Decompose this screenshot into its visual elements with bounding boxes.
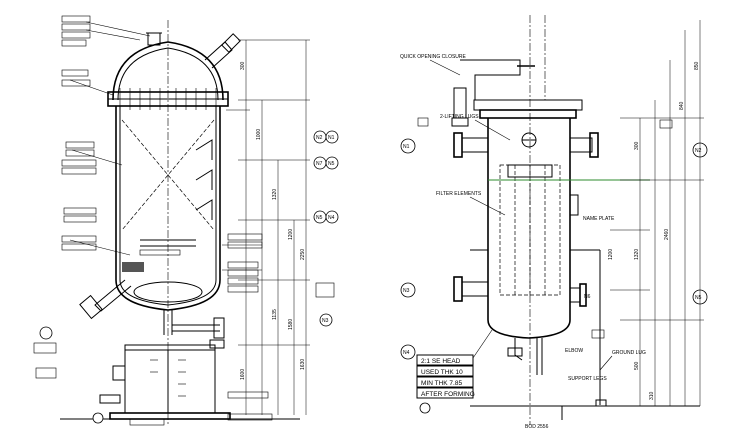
bubble-n2: N2	[313, 130, 327, 144]
right-dim-8: 850	[694, 61, 700, 70]
right-dim-1: 300	[634, 141, 640, 150]
right-dim-5: 2460	[664, 229, 670, 240]
svg-text:N2: N2	[316, 135, 323, 141]
right-dim-2: 1200	[608, 249, 614, 260]
head-row-3: MIN THK 7.85	[421, 380, 462, 387]
svg-text:N7: N7	[316, 161, 323, 167]
bubble-n4: N4	[325, 210, 339, 224]
right-dim-4: 500	[634, 361, 640, 370]
label-filter-elements: FILTER ELEMENTS	[436, 191, 482, 197]
head-row-1: 2:1 SE HEAD	[421, 358, 461, 365]
left-dim-5: 1200	[288, 229, 294, 240]
bubble-n5: N5	[325, 156, 339, 170]
head-row-2: USED THK 10	[421, 369, 463, 376]
svg-text:N3: N3	[403, 288, 410, 294]
left-dim-1: 300	[240, 61, 246, 70]
left-dim-8: 1630	[300, 359, 306, 370]
svg-text:N1: N1	[328, 135, 335, 141]
label-ground-lug: GROUND LUG	[612, 350, 646, 356]
label-quick-closure: QUICK OPENING CLOSURE	[400, 54, 467, 60]
right-dim-7: 840	[679, 101, 685, 110]
label-elbow: ELBOW	[565, 348, 583, 354]
bubble-n3: N3	[319, 313, 333, 327]
left-elevation-view: 300 1000 1320 2250 1200 1135 1580 1630 1…	[33, 15, 339, 426]
bubble-r-n1: N1	[400, 138, 416, 154]
right-dim-3: 1320	[634, 249, 640, 260]
head-row-4: AFTER FORMING	[421, 391, 475, 398]
bubble-r-n4: N4	[400, 344, 416, 360]
label-name-plate: NAME PLATE	[583, 216, 615, 222]
left-dim-4: 2250	[300, 249, 306, 260]
bottom-note: BOD 2556	[525, 424, 549, 430]
label-support-legs: SUPPORT LEGS	[568, 376, 607, 382]
svg-text:N2: N2	[695, 148, 702, 154]
svg-text:N6: N6	[584, 294, 591, 300]
svg-text:N3: N3	[322, 318, 329, 324]
left-nozzle-bubbles: N2 N1 N7 N5 N5 N4	[313, 130, 339, 327]
svg-text:N5: N5	[328, 161, 335, 167]
label-lifting-lugs: 2-LIFTING LUGS	[440, 114, 479, 120]
svg-text:N1: N1	[403, 144, 410, 150]
left-dim-9: 1600	[240, 369, 246, 380]
left-dim-3: 1320	[272, 189, 278, 200]
svg-text:N4: N4	[403, 350, 410, 356]
bubble-n7: N7	[313, 156, 327, 170]
svg-text:N5: N5	[695, 295, 702, 301]
left-dim-6: 1135	[272, 309, 278, 320]
bubble-r-n3: N3	[400, 282, 416, 298]
left-dim-2: 1000	[256, 129, 262, 140]
head-spec-table: 2:1 SE HEAD USED THK 10 MIN THK 7.85 AFT…	[416, 329, 493, 414]
svg-text:N5: N5	[316, 215, 323, 221]
bubble-n1: N1	[325, 130, 339, 144]
bubble-n5-b: N5	[313, 210, 327, 224]
right-elevation-view: QUICK OPENING CLOSURE 2-LIFTING LUGS FIL…	[400, 15, 708, 430]
right-nozzle-bubbles: N1 N3 N4 N2 N5 N6	[400, 138, 708, 360]
svg-text:N4: N4	[328, 215, 335, 221]
right-dim-6: 310	[649, 391, 655, 400]
bubble-r-n6: N6	[584, 294, 591, 300]
left-dim-7: 1580	[288, 319, 294, 330]
